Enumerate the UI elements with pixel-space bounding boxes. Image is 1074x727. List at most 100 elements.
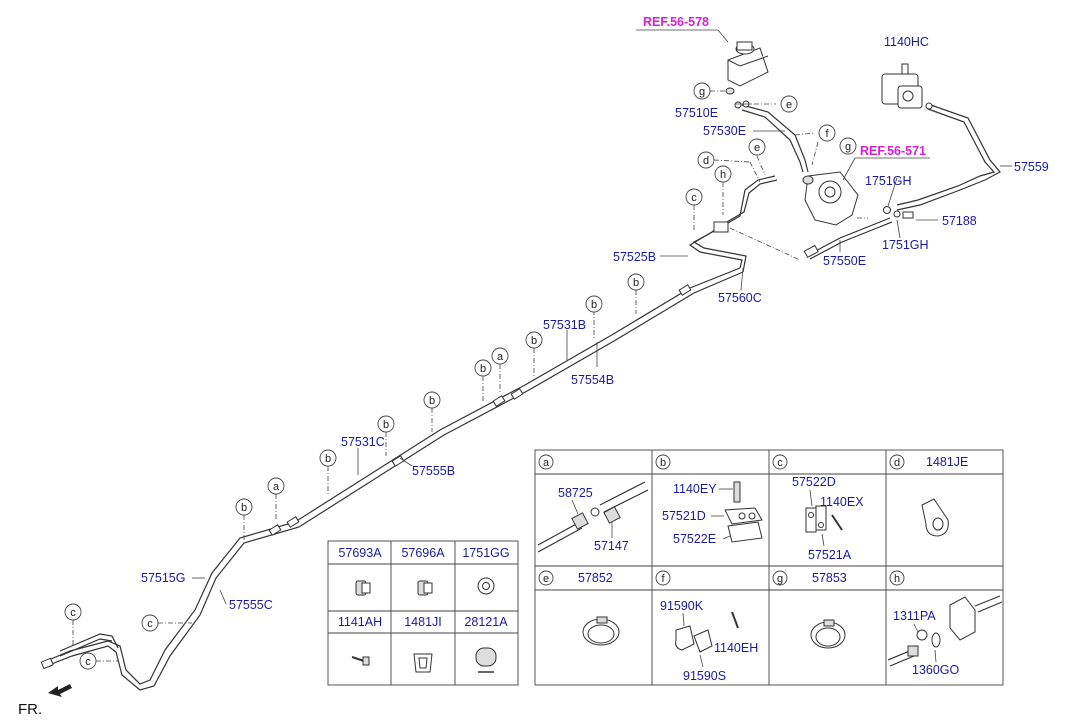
fitting-57693A-icon — [355, 580, 371, 596]
svg-text:b: b — [241, 502, 247, 514]
callout-a[interactable]: a — [491, 347, 509, 365]
hose-clamp-57853-icon — [810, 619, 846, 649]
fitting-57696A-icon — [417, 580, 433, 596]
callout-c[interactable]: c — [141, 614, 159, 632]
clamp-bracket-f-icon — [675, 611, 739, 668]
part-label-1140HC[interactable]: 1140HC — [884, 35, 929, 49]
callout-b[interactable]: b — [585, 295, 603, 313]
svg-text:c: c — [691, 192, 697, 204]
svg-text:c: c — [777, 457, 783, 469]
detail-b-part-1140EY[interactable]: 1140EY — [673, 482, 717, 496]
callout-d[interactable]: d — [697, 151, 715, 169]
washer-1751GG-icon — [477, 577, 495, 595]
table-cell-1751GG[interactable]: 1751GG — [462, 546, 509, 560]
reservoir — [725, 41, 769, 109]
callout-g[interactable]: g — [693, 82, 711, 100]
callout-b[interactable]: b — [423, 391, 441, 409]
ref-pump-label[interactable]: REF.56-571 — [860, 144, 926, 158]
detail-a-part-57147[interactable]: 57147 — [594, 539, 629, 553]
detail-h-part-1360GO[interactable]: 1360GO — [912, 663, 960, 677]
callout-f[interactable]: f — [818, 124, 836, 142]
pipe-clamp-b-icon — [711, 481, 763, 543]
svg-text:e: e — [754, 142, 760, 154]
callout-h[interactable]: h — [714, 165, 732, 183]
detail-b-header: b — [655, 454, 671, 470]
front-arrow-icon — [48, 684, 72, 697]
callout-e[interactable]: e — [748, 138, 766, 156]
svg-text:e: e — [543, 573, 549, 585]
callout-c[interactable]: c — [64, 603, 82, 621]
callout-b[interactable]: b — [235, 498, 253, 516]
callout-b[interactable]: b — [377, 415, 395, 433]
ref-reservoir-label[interactable]: REF.56-578 — [643, 15, 709, 29]
detail-c-part-1140EX[interactable]: 1140EX — [820, 495, 864, 509]
svg-text:a: a — [497, 351, 504, 363]
part-label-57555B[interactable]: 57555B — [412, 464, 455, 478]
clip-1481JI-icon — [413, 653, 433, 673]
table-cell-1481JI[interactable]: 1481JI — [404, 615, 442, 629]
callout-a[interactable]: a — [267, 477, 285, 495]
callout-circles: g e f g e d h c b b a b b b b b a b c c … — [64, 82, 857, 670]
callout-b[interactable]: b — [525, 331, 543, 349]
svg-text:f: f — [825, 128, 829, 140]
part-label-57555C[interactable]: 57555C — [229, 598, 273, 612]
svg-text:b: b — [531, 335, 537, 347]
bolt-1141AH-icon — [351, 656, 370, 666]
part-label-57188[interactable]: 57188 — [942, 214, 977, 228]
part-label-57554B[interactable]: 57554B — [571, 373, 614, 387]
svg-text:h: h — [894, 573, 900, 585]
fitting-union-icon — [537, 481, 649, 553]
detail-f-part-91590S[interactable]: 91590S — [683, 669, 726, 683]
part-label-57531C[interactable]: 57531C — [341, 435, 385, 449]
callout-b[interactable]: b — [627, 273, 645, 291]
callout-b[interactable]: b — [319, 449, 337, 467]
detail-a-part-58725[interactable]: 58725 — [558, 486, 593, 500]
part-label-57510E[interactable]: 57510E — [675, 106, 718, 120]
detail-e-header: e — [538, 570, 554, 586]
callout-c[interactable]: c — [685, 188, 703, 206]
table-cell-57693A[interactable]: 57693A — [338, 546, 382, 560]
detail-h-part-1311PA[interactable]: 1311PA — [893, 609, 936, 623]
detail-f-part-1140EH[interactable]: 1140EH — [714, 641, 758, 655]
front-direction-marker: FR. — [18, 684, 72, 718]
table-cell-1141AH[interactable]: 1141AH — [338, 615, 382, 629]
clip-1481JE-icon — [921, 498, 949, 537]
detail-g-part-57853[interactable]: 57853 — [812, 571, 847, 585]
svg-text:d: d — [894, 457, 900, 469]
callout-b[interactable]: b — [474, 359, 492, 377]
detail-c-part-57521A[interactable]: 57521A — [808, 548, 852, 562]
detail-d-part-1481JE[interactable]: 1481JE — [926, 455, 968, 469]
svg-text:c: c — [85, 656, 91, 668]
cooler-bracket — [881, 63, 933, 110]
detail-b-part-57521D[interactable]: 57521D — [662, 509, 706, 523]
detail-b-part-57522E[interactable]: 57522E — [673, 532, 716, 546]
svg-text:c: c — [70, 607, 76, 619]
part-label-57530E[interactable]: 57530E — [703, 124, 746, 138]
detail-c-part-57522D[interactable]: 57522D — [792, 475, 836, 489]
table-cell-57696A[interactable]: 57696A — [401, 546, 445, 560]
detail-e-part-57852[interactable]: 57852 — [578, 571, 613, 585]
callout-c[interactable]: c — [79, 652, 97, 670]
detail-a-header: a — [538, 454, 554, 470]
svg-text:g: g — [777, 573, 783, 585]
part-label-57515G[interactable]: 57515G — [141, 571, 185, 585]
part-label-57550E[interactable]: 57550E — [823, 254, 866, 268]
table-cell-28121A[interactable]: 28121A — [464, 615, 508, 629]
front-label: FR. — [18, 701, 42, 718]
part-label-1751GH-upper[interactable]: 1751GH — [865, 174, 912, 188]
callout-e[interactable]: e — [780, 95, 798, 113]
part-label-1751GH-lower[interactable]: 1751GH — [882, 238, 929, 252]
svg-text:c: c — [147, 618, 153, 630]
detail-c-header: c — [772, 454, 788, 470]
bracket-h-icon — [887, 595, 1003, 667]
detail-f-part-91590K[interactable]: 91590K — [660, 599, 704, 613]
part-label-57525B[interactable]: 57525B — [613, 250, 656, 264]
callout-g[interactable]: g — [839, 137, 857, 155]
part-label-57531B[interactable]: 57531B — [543, 318, 586, 332]
part-label-57559[interactable]: 57559 — [1014, 160, 1049, 174]
part-labels: 57510E 57530E 1140HC 57559 1751GH 57188 … — [141, 35, 1049, 612]
svg-text:g: g — [845, 141, 851, 153]
part-label-57560C[interactable]: 57560C — [718, 291, 762, 305]
svg-text:b: b — [480, 363, 486, 375]
